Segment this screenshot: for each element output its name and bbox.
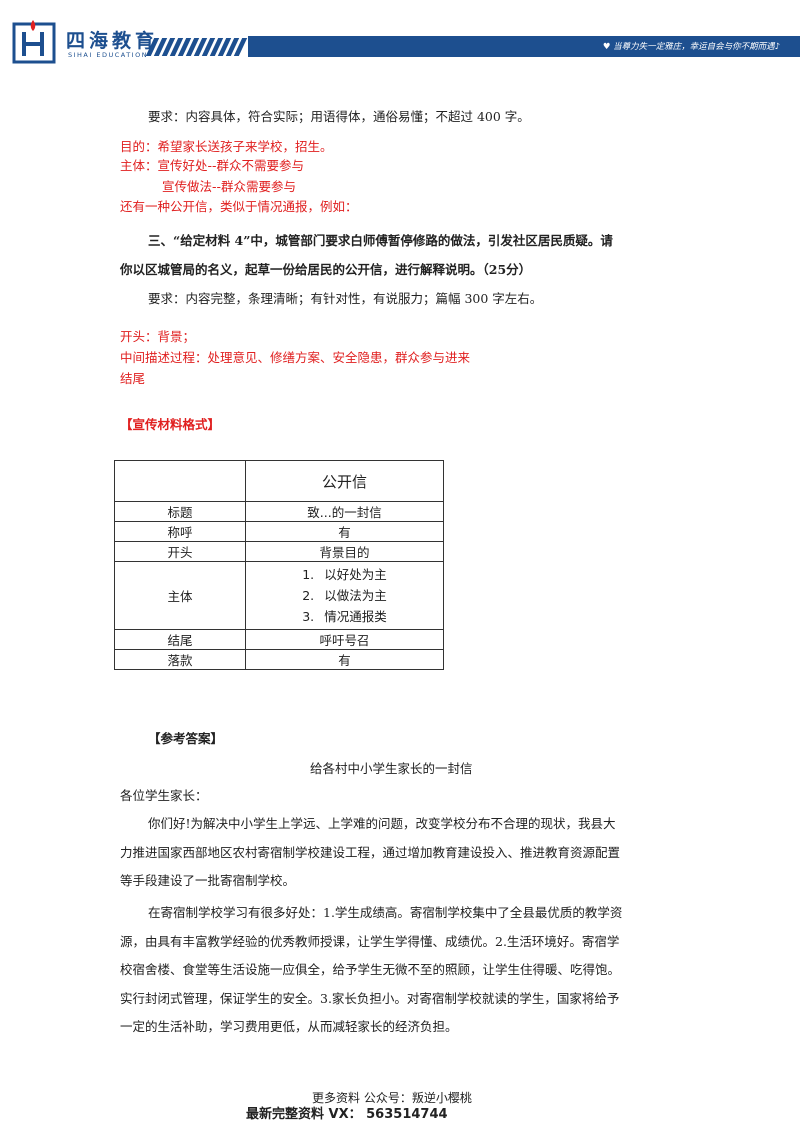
header-banner [248, 36, 800, 57]
question-line-2: 你以区城管局的名义，起草一份给居民的公开信，进行解释说明。（25分） [120, 262, 532, 277]
list-item: 3.情况通报类 [302, 609, 387, 624]
table-header: 公开信 [245, 460, 444, 502]
table-row: 称呼 有 [114, 521, 444, 542]
paragraph-line: 校宿舍楼、食堂等生活设施一应俱全，给予学生无微不至的照顾，让学生住得暖、吃得饱。 [120, 962, 621, 977]
list-item: 2.以做法为主 [302, 588, 387, 603]
requirement-text: 要求：内容具体，符合实际；用语得体，通俗易懂；不超过 400 字。 [148, 109, 530, 124]
header-slogan: ♥ 当尊力失一定雅庄，幸运自会与你不期而遇♪ [602, 42, 780, 52]
answer-heading: 【参考答案】 [148, 731, 224, 746]
footer-line-2: 最新完整资料 VX： 563514744 [246, 1107, 448, 1122]
table-value: 有 [245, 521, 444, 542]
table-row: 主体 1.以好处为主 2.以做法为主 3.情况通报类 [114, 561, 444, 630]
note-purpose: 目的：希望家长送孩子来学校，招生。 [120, 139, 333, 154]
table-label: 开头 [114, 541, 246, 562]
note-body-2: 宣传做法--群众需要参与 [162, 179, 297, 194]
paragraph-line: 你们好!为解决中小学生上学远、上学难的问题，改变学校分布不合理的现状，我县大 [148, 816, 616, 831]
table-value: 有 [245, 649, 444, 670]
table-row: 标题 致...的一封信 [114, 501, 444, 522]
note-body-1: 主体：宣传好处--群众不需要参与 [120, 158, 305, 173]
format-table: 公开信 标题 致...的一封信 称呼 有 开头 背景目的 主体 1.以好处为主 … [114, 460, 444, 670]
logo-icon [12, 18, 58, 64]
table-row: 落款 有 [114, 649, 444, 670]
header-stripes [145, 38, 248, 60]
table-row: 开头 背景目的 [114, 541, 444, 562]
note-end: 结尾 [120, 371, 146, 386]
note-more: 还有一种公开信，类似于情况通报，例如： [120, 199, 358, 214]
requirement-text-2: 要求：内容完整，条理清晰；有针对性，有说服力；篇幅 300 字左右。 [148, 291, 543, 306]
paragraph-line: 源，由具有丰富教学经验的优秀教师授课，让学生学得懂、成绩优。2.生活环境好。寄宿… [120, 934, 620, 949]
letter-title: 给各村中小学生家长的一封信 [310, 761, 473, 776]
table-header-row: 公开信 [114, 460, 444, 502]
note-middle: 中间描述过程：处理意见、修缮方案、安全隐患，群众参与进来 [120, 350, 471, 365]
paragraph-line: 力推进国家西部地区农村寄宿制学校建设工程，通过增加教育建设投入、推进教育资源配置 [120, 845, 621, 860]
table-value: 呼吁号召 [245, 629, 444, 650]
table-row: 结尾 呼吁号召 [114, 629, 444, 650]
table-value: 致...的一封信 [245, 501, 444, 522]
format-heading: 【宣传材料格式】 [120, 417, 221, 432]
paragraph-line: 在寄宿制学校学习有很多好处：1.学生成绩高。寄宿制学校集中了全县最优质的教学资 [148, 905, 623, 920]
table-label: 称呼 [114, 521, 246, 542]
question-line-1: 三、“给定材料 4”中，城管部门要求白师傅暂停修路的做法，引发社区居民质疑。请 [148, 233, 613, 248]
list-item: 1.以好处为主 [302, 567, 387, 582]
letter-salutation: 各位学生家长： [120, 788, 208, 803]
table-label: 结尾 [114, 629, 246, 650]
table-value: 1.以好处为主 2.以做法为主 3.情况通报类 [245, 561, 444, 630]
table-label: 落款 [114, 649, 246, 670]
footer-line-1: 更多资料 公众号：叛逆小樱桃 [312, 1091, 472, 1105]
table-cell [114, 460, 246, 502]
brand-name: 四海教育 [66, 30, 159, 52]
table-label: 标题 [114, 501, 246, 522]
table-label: 主体 [114, 561, 246, 630]
note-opening: 开头：背景； [120, 329, 196, 344]
brand-name-en: SIHAI EDUCATION [68, 51, 149, 59]
paragraph-line: 一定的生活补助，学习费用更低，从而减轻家长的经济负担。 [120, 1019, 458, 1034]
paragraph-line: 实行封闭式管理，保证学生的安全。3.家长负担小。对寄宿制学校就读的学生，国家将给… [120, 991, 620, 1006]
body-type-list: 1.以好处为主 2.以做法为主 3.情况通报类 [302, 562, 387, 629]
table-value: 背景目的 [245, 541, 444, 562]
paragraph-line: 等手段建设了一批寄宿制学校。 [120, 873, 296, 888]
